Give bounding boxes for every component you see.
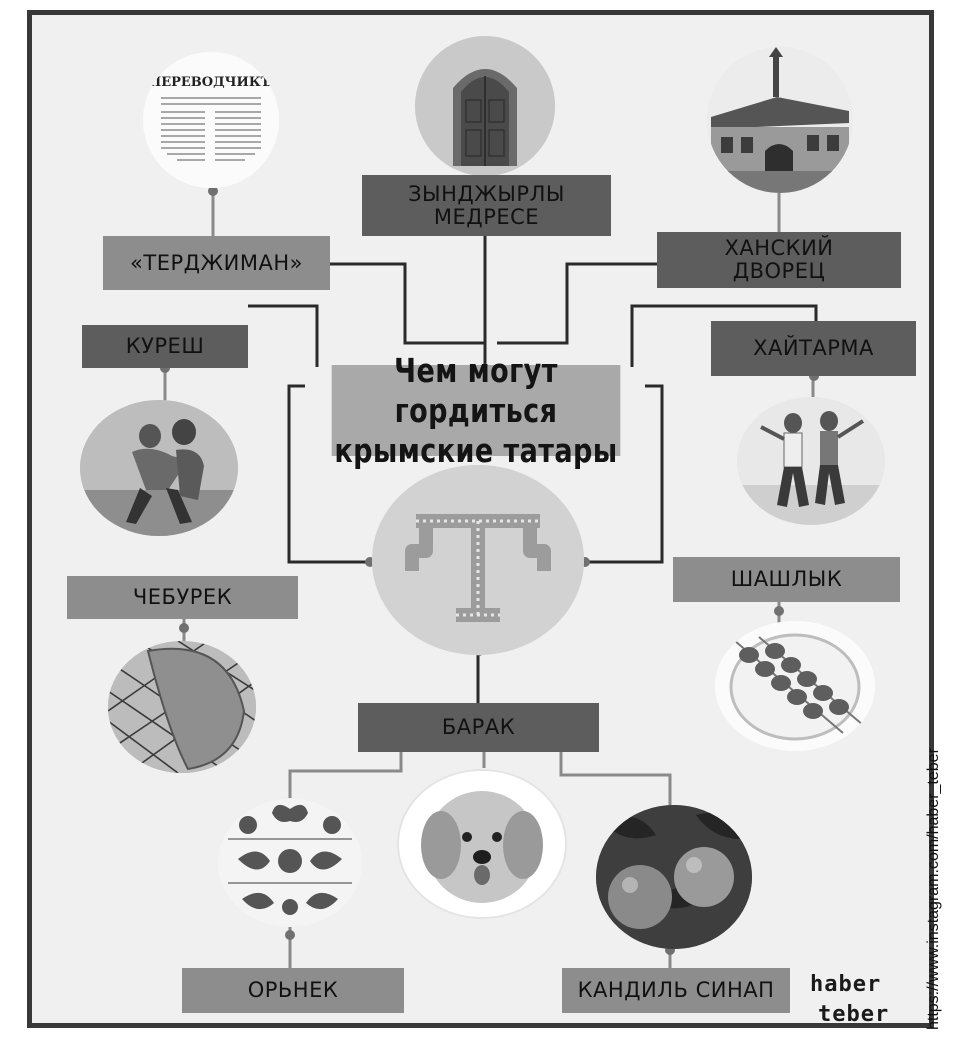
node-khanskiy-dvorets: ХАНСКИЙ ДВОРЕЦ (657, 232, 901, 288)
title-line2: крымские татары (334, 430, 618, 470)
khan-palace-photo (707, 47, 853, 193)
node-terdzhiman: «ТЕРДЖИМАН» (103, 236, 330, 290)
node-kandil-label: КАНДИЛЬ СИНАП (577, 978, 775, 1002)
node-kuresh-label: КУРЕШ (125, 334, 205, 358)
node-khanskiy-line2: ДВОРЕЦ (732, 259, 826, 283)
connector-dot (580, 557, 590, 567)
node-khaytarma-label: ХАЙТАРМА (753, 336, 874, 360)
connector-dot (179, 623, 189, 633)
kandil-sinap-apples-photo (596, 805, 752, 949)
title-line1: Чем могут гордиться (394, 350, 558, 430)
logo-line2: teber (818, 1002, 890, 1027)
node-shashlyk-label: ШАШЛЫК (730, 567, 843, 591)
node-kuresh: КУРЕШ (82, 325, 248, 368)
instagram-watermark: https://www.instagram.com/haber_teber (925, 748, 942, 1030)
shashlyk-photo (715, 621, 875, 751)
kuresh-wrestlers-photo (80, 400, 238, 536)
connector-dot (160, 363, 170, 373)
node-barak: БАРАК (358, 703, 599, 752)
connector-dot (365, 557, 375, 567)
barak-dog-photo (397, 769, 567, 919)
node-zyndzhyrly-line2: МЕДРЕСЕ (433, 204, 540, 229)
node-kandil-sinap: КАНДИЛЬ СИНАП (562, 968, 790, 1013)
madrasa-door-photo (415, 36, 555, 176)
node-zyndzhyrly-line1: ЗЫНДЖЫРЛЫ (408, 181, 565, 206)
tamga-emblem (372, 465, 584, 655)
node-barak-label: БАРАК (441, 715, 516, 739)
connector-dot (774, 606, 784, 616)
khaytarma-dancers-photo (737, 397, 885, 525)
connector-dot (208, 186, 218, 196)
node-ornek: ОРЬНЕК (182, 968, 404, 1013)
connector-dot (665, 945, 675, 955)
ornek-ornament-photo (218, 799, 362, 927)
connector-dot (285, 930, 295, 940)
newspaper-masthead: ПЕРЕВОДЧИКЪ (149, 75, 273, 90)
cheburek-photo (108, 641, 256, 773)
logo-line1: haber (810, 972, 882, 997)
node-terdzhiman-label: «ТЕРДЖИМАН» (130, 250, 303, 275)
newspaper-photo: ПЕРЕВОДЧИКЪ (143, 52, 279, 188)
connector-dot (809, 371, 819, 381)
node-shashlyk: ШАШЛЫК (673, 557, 900, 602)
node-cheburek-label: ЧЕБУРЕК (132, 585, 233, 609)
node-cheburek: ЧЕБУРЕК (67, 576, 298, 619)
node-zyndzhyrly-medrese: ЗЫНДЖЫРЛЫ МЕДРЕСЕ (362, 175, 611, 236)
page-title: Чем могут гордиться крымские татары (331, 351, 621, 470)
node-khanskiy-line1: ХАНСКИЙ (724, 236, 834, 260)
node-ornek-label: ОРЬНЕК (247, 978, 339, 1002)
node-khaytarma: ХАЙТАРМА (711, 321, 916, 376)
